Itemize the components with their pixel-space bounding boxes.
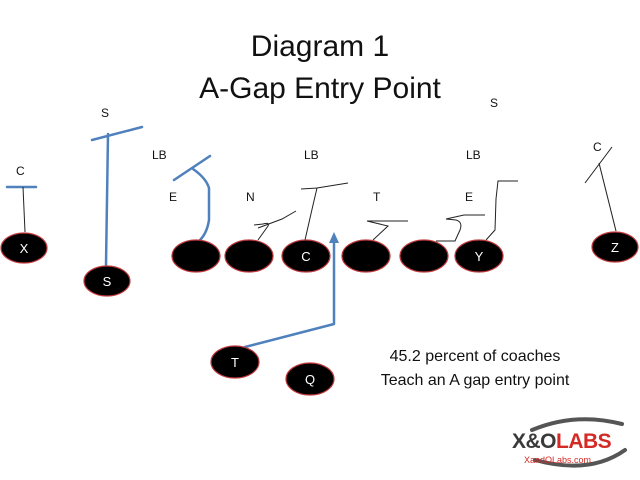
defender-end-left: E <box>169 190 178 204</box>
xando-labs-logo: X&OLABS XandOLabs.com <box>500 418 630 468</box>
defender-corner-left: C <box>16 164 25 178</box>
safety-tbar <box>90 125 144 142</box>
safety-route <box>104 132 110 267</box>
diagram-subtitle: A-Gap Entry Point <box>199 72 441 105</box>
x-block-line <box>22 186 26 233</box>
defender-safety-right: S <box>490 96 499 110</box>
player-left-tackle <box>171 239 221 273</box>
logo-labs-text: LABS <box>556 430 612 453</box>
svg-text:Y: Y <box>475 249 484 264</box>
logo-url-text: XandOLabs.com <box>524 455 592 465</box>
logo-swoosh <box>530 417 627 468</box>
diagram-title: Diagram 1 <box>250 30 390 63</box>
defender-linebacker-right: LB <box>466 148 481 162</box>
logo-xo-text: X&O <box>512 430 557 453</box>
defender-corner-right: C <box>593 140 602 154</box>
svg-text:Z: Z <box>611 240 619 255</box>
player-s: S <box>83 265 131 297</box>
tailback-route <box>243 238 336 349</box>
player-left-guard <box>224 239 274 273</box>
player-x: X <box>0 232 48 264</box>
player-center: C <box>281 239 331 273</box>
player-right-guard <box>341 239 391 273</box>
rt-block-line <box>436 214 485 242</box>
end-tbar <box>172 154 212 182</box>
svg-text:Q: Q <box>305 372 315 387</box>
end-route <box>191 167 211 242</box>
lg-block-line <box>253 210 297 241</box>
defender-linebacker-left: LB <box>152 148 167 162</box>
stat-caption-line2: Teach an A gap entry point <box>380 372 570 389</box>
player-right-tackle <box>399 239 449 273</box>
z-bar <box>584 146 613 184</box>
defender-linebacker-mid: LB <box>304 148 319 162</box>
center-block-line <box>300 182 349 241</box>
defender-nose: N <box>246 190 255 204</box>
stat-caption-line1: 45.2 percent of coaches <box>389 348 561 365</box>
blue-routes <box>5 125 339 349</box>
offense-players: X S C Y Z T <box>0 231 639 396</box>
block-lines <box>22 146 617 242</box>
arrow-head-icon <box>329 232 339 243</box>
player-z: Z <box>591 231 639 263</box>
svg-text:S: S <box>103 274 112 289</box>
svg-text:C: C <box>301 249 310 264</box>
svg-text:T: T <box>231 355 239 370</box>
rg-block-line <box>366 220 408 241</box>
defender-tackle: T <box>373 190 381 204</box>
logo-wordmark: X&OLABS <box>512 430 612 454</box>
player-quarterback: Q <box>285 362 335 396</box>
y-block-line <box>485 180 518 241</box>
defender-end-right: E <box>465 190 474 204</box>
player-tailback: T <box>210 345 260 379</box>
svg-text:X: X <box>20 241 29 256</box>
defender-safety-left: S <box>101 106 110 120</box>
z-block-line <box>598 162 617 232</box>
player-y: Y <box>454 239 504 273</box>
